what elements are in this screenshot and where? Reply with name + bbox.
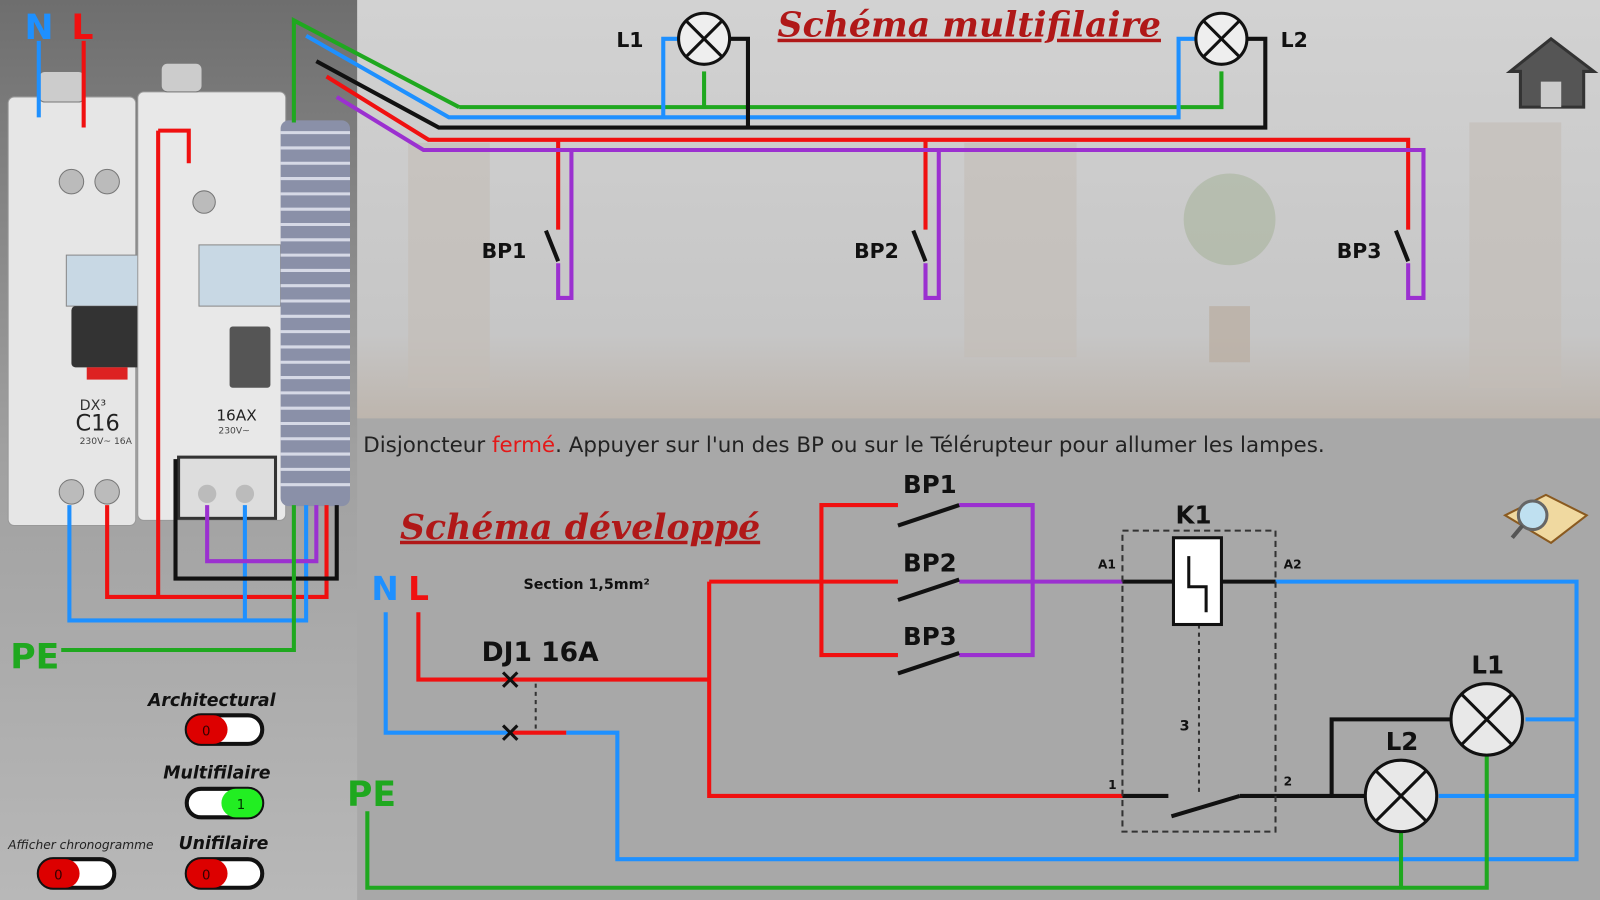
svg-text:N: N [371, 570, 398, 608]
bp3-top[interactable]: BP3 [1337, 239, 1382, 263]
svg-text:0: 0 [202, 725, 210, 740]
conduit [280, 120, 350, 507]
svg-text:0: 0 [54, 869, 62, 884]
multifilaire-title: Schéma multifilaire [778, 5, 1161, 46]
lamp-l2[interactable]: L2 [1363, 727, 1439, 834]
bp2-button[interactable]: BP2 [903, 548, 957, 577]
svg-text:230V~ 16A: 230V~ 16A [80, 436, 133, 447]
section-label: Section 1,5mm² [523, 577, 649, 593]
lamp-l1[interactable]: L1 [1449, 650, 1524, 757]
svg-text:L2: L2 [1386, 727, 1419, 756]
bp1-top[interactable]: BP1 [482, 239, 527, 263]
toggle-chronogramme[interactable]: Afficher chronogramme 0 [7, 838, 154, 890]
home-icon[interactable] [1505, 36, 1599, 109]
svg-text:PE: PE [10, 637, 59, 677]
svg-text:PE: PE [347, 775, 396, 815]
developpe-title: Schéma développé [400, 507, 760, 548]
svg-text:2: 2 [1284, 775, 1293, 789]
svg-text:L1: L1 [616, 28, 643, 52]
svg-text:1: 1 [1108, 778, 1117, 792]
lamp-l2-top[interactable]: L2 [1194, 11, 1308, 66]
book-magnifier-icon[interactable] [1502, 493, 1589, 545]
svg-text:Afficher chronogramme: Afficher chronogramme [7, 838, 153, 852]
svg-text:A1: A1 [1098, 557, 1116, 571]
multifilaire-wiring [305, 33, 1426, 300]
relay-k1[interactable]: K1 [1171, 500, 1223, 627]
svg-text:Architectural: Architectural [146, 691, 277, 711]
bp3-button[interactable]: BP3 [903, 622, 957, 651]
bp1-button[interactable]: BP1 [903, 470, 957, 499]
toggle-unifilaire[interactable]: Unifilaire 0 [179, 834, 269, 890]
svg-text:L1: L1 [1471, 650, 1504, 679]
svg-text:L2: L2 [1281, 28, 1308, 52]
svg-text:L: L [71, 8, 93, 48]
circuit-breaker-dx[interactable]: DX³ C16 230V~ 16A [7, 70, 149, 527]
toggle-multifilaire[interactable]: Multifilaire 1 [163, 764, 271, 820]
svg-text:Multifilaire: Multifilaire [163, 764, 270, 784]
svg-text:N: N [24, 8, 53, 48]
remote-switch-module[interactable]: 16AX 230V~ [137, 62, 287, 521]
breaker-dj1-label[interactable]: DJ1 16A [482, 637, 599, 668]
svg-text:A2: A2 [1284, 557, 1302, 571]
svg-text:K1: K1 [1176, 500, 1212, 529]
svg-text:16AX: 16AX [216, 406, 256, 424]
svg-text:Unifilaire: Unifilaire [179, 834, 269, 854]
svg-text:1: 1 [237, 798, 245, 813]
developpe-wiring [365, 503, 1579, 890]
toggle-architectural[interactable]: Architectural 0 [146, 691, 277, 746]
svg-text:230V~: 230V~ [218, 426, 249, 437]
lamp-l1-top[interactable]: L1 [616, 11, 732, 66]
svg-text:DX³: DX³ [80, 398, 106, 414]
panel-wiring [36, 17, 461, 653]
svg-text:C16: C16 [76, 411, 120, 437]
svg-text:L: L [408, 570, 429, 608]
bp2-top[interactable]: BP2 [854, 239, 899, 263]
svg-text:0: 0 [202, 869, 210, 884]
status-message: Disjoncteur fermé. Appuyer sur l'un des … [363, 433, 1324, 458]
svg-text:3: 3 [1180, 719, 1190, 735]
